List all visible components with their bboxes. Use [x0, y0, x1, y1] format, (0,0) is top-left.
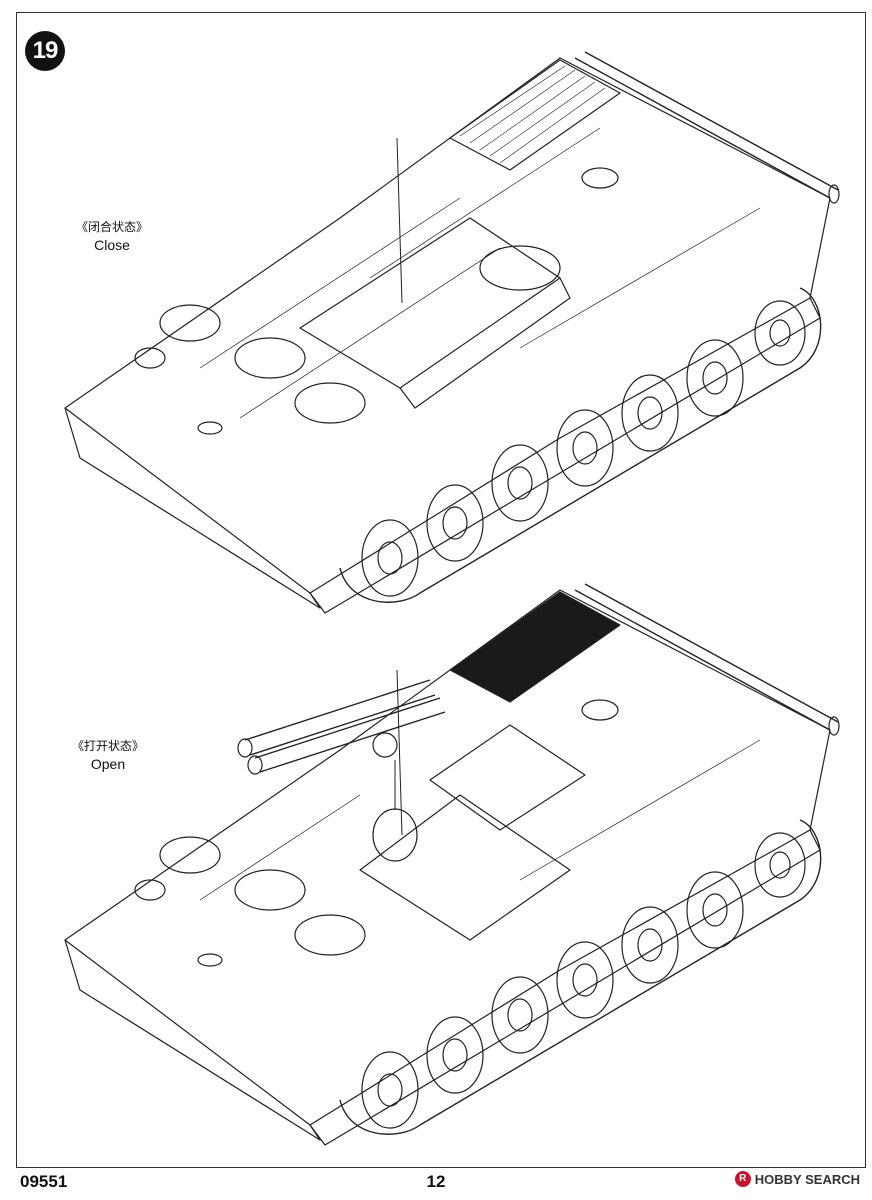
instruction-page-frame: [16, 12, 866, 1168]
tracked-vehicle-icon: [64, 51, 840, 614]
watermark: R HOBBY SEARCH: [734, 1171, 860, 1187]
tracked-vehicle-icon: [64, 583, 840, 1146]
step-number-badge: 19: [25, 31, 65, 71]
figure-label-open: 《打开状态》 Open: [58, 737, 158, 773]
figure-label-zh: 《打开状态》: [71, 739, 144, 753]
kit-number: 09551: [20, 1172, 68, 1191]
watermark-logo-icon: R: [734, 1171, 751, 1187]
vehicle-drawing-closed: [40, 48, 840, 618]
page-number: 12: [426, 1172, 446, 1191]
vehicle-drawing-open: [40, 580, 840, 1150]
watermark-text: HOBBY SEARCH: [754, 1171, 860, 1187]
figure-label-zh: 《闭合状态》: [75, 220, 148, 234]
figure-label-en: Open: [90, 756, 126, 772]
figure-label-en: Close: [94, 237, 130, 253]
figure-label-closed: 《闭合状态》 Close: [62, 218, 162, 254]
